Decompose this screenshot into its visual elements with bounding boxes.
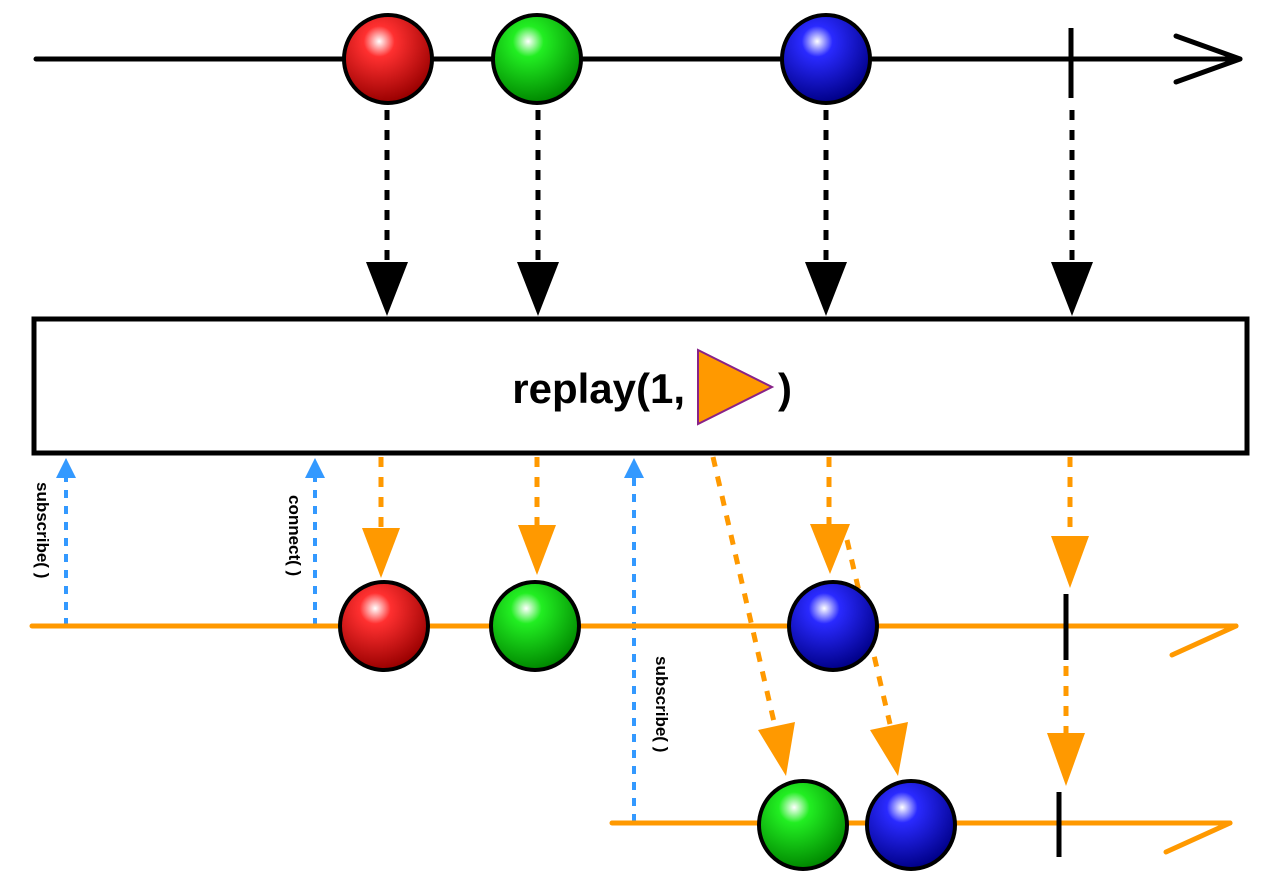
source-to-operator-arrows bbox=[366, 110, 1093, 316]
second-subscriber-marble-green bbox=[757, 779, 849, 871]
first-subscriber-marble-red bbox=[338, 580, 430, 672]
first-subscriber-timeline bbox=[29, 594, 1239, 660]
first-subscriber-marble-green bbox=[489, 580, 581, 672]
source-marble-blue bbox=[780, 13, 872, 105]
operator-box bbox=[31, 316, 1250, 456]
subscribe-arrow-first bbox=[56, 458, 76, 626]
operator-to-second-subscriber-arrows bbox=[710, 456, 1085, 786]
first-subscriber-marble-blue bbox=[787, 580, 879, 672]
second-subscriber-marble-blue bbox=[865, 779, 957, 871]
operator-to-first-subscriber-arrows bbox=[362, 457, 1089, 588]
subscribe-label-first: subscribe( ) bbox=[33, 482, 52, 578]
operator-label: replay(1, bbox=[512, 365, 685, 412]
connect-label: connect( ) bbox=[285, 495, 304, 576]
scheduler-triangle-icon bbox=[697, 348, 775, 426]
operator-label-close: ) bbox=[778, 365, 792, 412]
source-marble-green bbox=[491, 13, 583, 105]
connect-arrow bbox=[305, 458, 325, 626]
source-timeline bbox=[33, 28, 1243, 98]
source-marble-red bbox=[342, 13, 434, 105]
subscribe-arrow-second bbox=[624, 458, 644, 822]
subscribe-label-second: subscribe( ) bbox=[652, 656, 671, 752]
